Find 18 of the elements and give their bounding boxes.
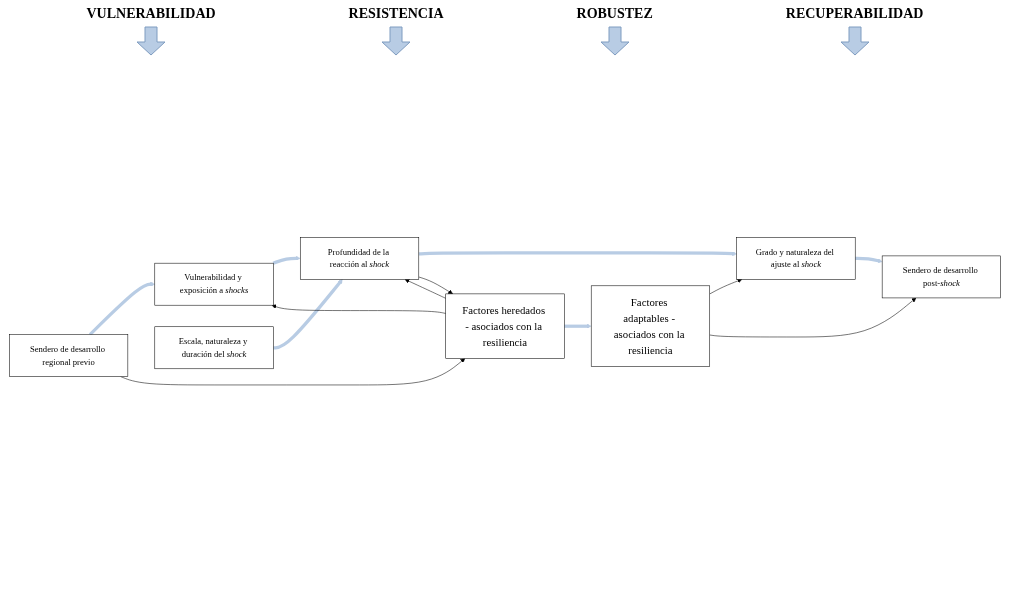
node-box: Sendero de desarrollo post-shock bbox=[881, 255, 1001, 299]
arrow bbox=[273, 279, 343, 350]
arrow bbox=[88, 281, 155, 336]
column-heading: ROBUSTEZ bbox=[576, 6, 653, 22]
node-box: Sendero de desarrollo regional previo bbox=[9, 334, 129, 377]
column-heading: RECUPERABILIDAD bbox=[785, 6, 924, 22]
node-box: Escala, naturaleza y duración del shock bbox=[154, 326, 274, 369]
node-box: Vulnerabilidad y exposición a shocks bbox=[154, 262, 274, 306]
arrow bbox=[272, 255, 301, 265]
arrow bbox=[418, 251, 737, 256]
node-box: Factores heredados - asociados con la resiliencia bbox=[445, 293, 565, 359]
column-heading: VULNERABILIDAD bbox=[86, 6, 216, 22]
node-box: Profundidad de la reacción al shock bbox=[300, 236, 420, 280]
node-box: Factores adaptables - asociados con la resiliencia bbox=[590, 285, 710, 367]
arrow bbox=[564, 323, 592, 329]
column-heading: RESISTENCIA bbox=[348, 6, 444, 22]
node-box: Grado y naturaleza del ajuste al shock bbox=[736, 236, 856, 280]
arrow bbox=[855, 256, 883, 263]
